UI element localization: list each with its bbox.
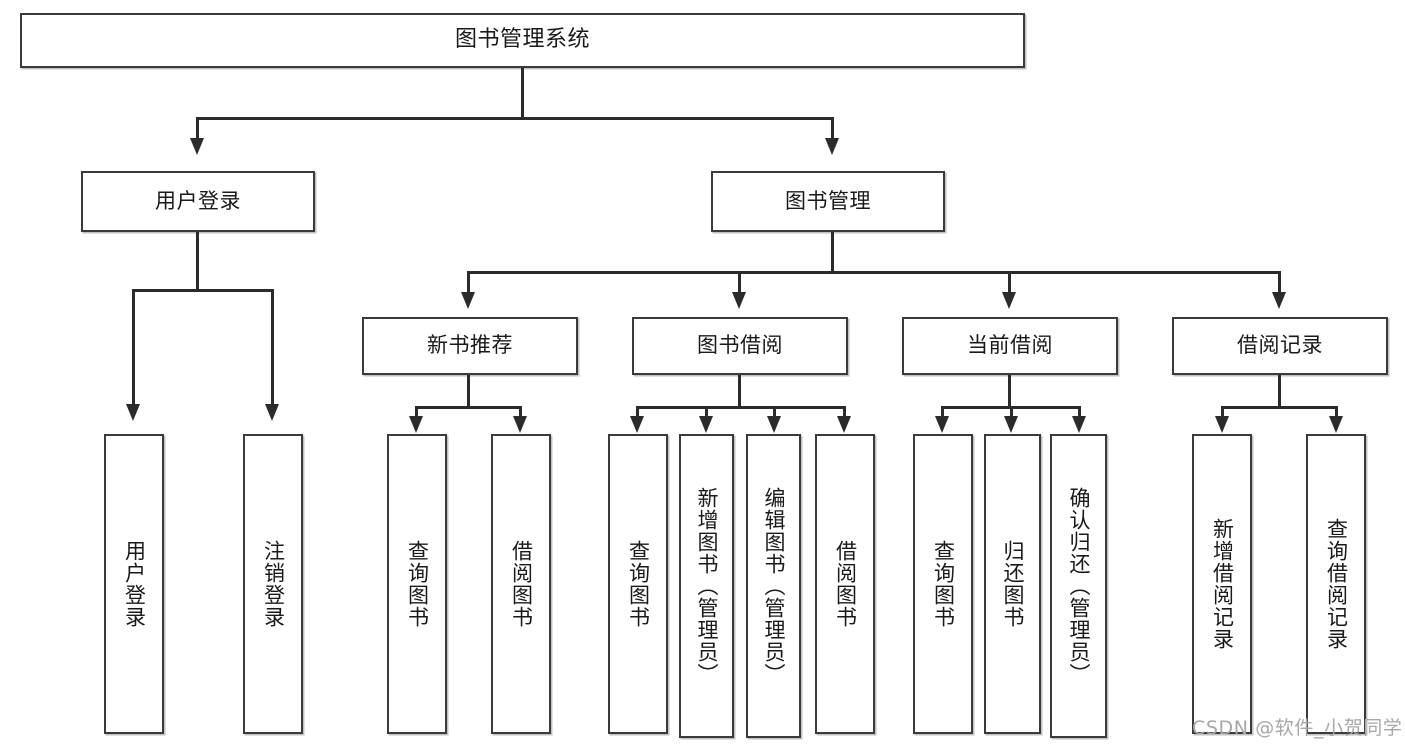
edge-bm-to-new-book (467, 271, 470, 299)
node-leaf-add-book[interactable]: 新增图书（管理员） (679, 434, 734, 738)
node-leaf-edit-book[interactable]: 编辑图书（管理员） (746, 434, 801, 738)
edge-br-bus (1222, 406, 1337, 409)
edge-nbr-bus (416, 406, 521, 409)
edge-nbr-stem (467, 375, 470, 407)
node-label: 编辑图书（管理员） (761, 487, 786, 685)
edge-book-management-bus (468, 271, 1280, 274)
edge-root-stem (521, 68, 524, 118)
edge-cb-stem (1008, 375, 1011, 407)
node-leaf-borrow-book-1[interactable]: 借阅图书 (491, 434, 551, 734)
edge-bb-bus (637, 406, 845, 409)
node-label: 图书管理 (785, 188, 871, 213)
node-label: 查询图书 (931, 540, 956, 628)
edge-user-login-to-leaf2 (271, 289, 274, 411)
arrow-root-to-user-login (190, 138, 204, 155)
arrow-bm-to-book-borrow (732, 292, 746, 309)
node-label: 新增借阅记录 (1210, 518, 1235, 650)
node-label: 用户登录 (122, 540, 147, 628)
node-label: 确认归还（管理员） (1066, 487, 1091, 685)
edge-bb-to-leaf3 (773, 406, 776, 421)
edge-root-to-user-login (196, 117, 199, 145)
edge-nbr-to-leaf2 (519, 406, 522, 421)
arrow-bb-to-leaf2 (699, 416, 713, 433)
node-leaf-add-record[interactable]: 新增借阅记录 (1192, 434, 1252, 734)
edge-bb-to-leaf4 (843, 406, 846, 421)
edge-br-stem (1278, 375, 1281, 407)
edge-bb-stem (738, 375, 741, 407)
node-label: 查询图书 (626, 540, 651, 628)
node-leaf-query-record[interactable]: 查询借阅记录 (1306, 434, 1366, 734)
arrow-cb-to-leaf2 (1004, 416, 1018, 433)
arrow-user-login-to-leaf1 (126, 404, 140, 421)
edge-root-bus (197, 117, 834, 120)
node-label: 图书管理系统 (454, 27, 590, 53)
node-label: 查询图书 (405, 540, 430, 628)
node-label: 借阅记录 (1237, 333, 1323, 358)
arrow-br-to-leaf2 (1329, 416, 1343, 433)
edge-nbr-to-leaf1 (415, 406, 418, 421)
node-label: 当前借阅 (967, 333, 1053, 358)
node-label: 借阅图书 (833, 540, 858, 628)
node-label: 查询借阅记录 (1324, 518, 1349, 650)
edge-bb-to-leaf1 (636, 406, 639, 421)
arrow-cb-to-leaf1 (935, 416, 949, 433)
arrow-bb-to-leaf3 (767, 416, 781, 433)
edge-br-to-leaf2 (1335, 406, 1338, 421)
arrow-nbr-to-leaf1 (409, 416, 423, 433)
edge-user-login-bus (133, 289, 273, 292)
node-new-book-recommend[interactable]: 新书推荐 (362, 317, 578, 375)
node-borrow-record[interactable]: 借阅记录 (1172, 317, 1388, 375)
arrow-bm-to-current-borrow (1002, 292, 1016, 309)
node-current-borrow[interactable]: 当前借阅 (902, 317, 1118, 375)
node-label: 借阅图书 (509, 540, 534, 628)
arrow-bm-to-new-book (461, 292, 475, 309)
edge-bm-to-current-borrow (1008, 271, 1011, 299)
edge-cb-to-leaf2 (1010, 406, 1013, 421)
arrow-br-to-leaf1 (1215, 416, 1229, 433)
node-leaf-confirm-return[interactable]: 确认归还（管理员） (1050, 434, 1107, 738)
node-user-login[interactable]: 用户登录 (81, 171, 315, 232)
node-book-management-system[interactable]: 图书管理系统 (20, 13, 1025, 68)
arrow-root-to-book-management (825, 138, 839, 155)
arrow-user-login-to-leaf2 (265, 404, 279, 421)
node-leaf-query-book-2[interactable]: 查询图书 (608, 434, 668, 734)
node-book-borrow[interactable]: 图书借阅 (632, 317, 848, 375)
node-leaf-query-book-1[interactable]: 查询图书 (387, 434, 447, 734)
edge-root-to-book-management (831, 117, 834, 145)
edge-book-management-stem (831, 232, 834, 272)
edge-user-login-stem (196, 232, 199, 290)
edge-bm-to-book-borrow (738, 271, 741, 299)
arrow-bb-to-leaf1 (630, 416, 644, 433)
watermark-csdn: CSDN @软件_小贺同学 (1192, 717, 1403, 739)
arrow-bm-to-borrow-record (1272, 292, 1286, 309)
node-leaf-borrow-book-2[interactable]: 借阅图书 (815, 434, 875, 734)
node-book-management[interactable]: 图书管理 (711, 171, 945, 232)
node-label: 新书推荐 (427, 333, 513, 358)
edge-br-to-leaf1 (1221, 406, 1224, 421)
node-leaf-query-book-3[interactable]: 查询图书 (913, 434, 973, 734)
node-leaf-user-logout[interactable]: 注销登录 (243, 434, 303, 734)
edge-cb-to-leaf1 (941, 406, 944, 421)
arrow-cb-to-leaf3 (1072, 416, 1086, 433)
node-leaf-return-book[interactable]: 归还图书 (984, 434, 1041, 734)
edge-bm-to-borrow-record (1278, 271, 1281, 299)
edge-cb-to-leaf3 (1078, 406, 1081, 421)
node-label: 新增图书（管理员） (694, 487, 719, 685)
node-label: 归还图书 (1000, 540, 1025, 628)
arrow-nbr-to-leaf2 (513, 416, 527, 433)
edge-bb-to-leaf2 (705, 406, 708, 421)
arrow-bb-to-leaf4 (837, 416, 851, 433)
node-label: 用户登录 (155, 188, 241, 213)
node-leaf-user-login[interactable]: 用户登录 (104, 434, 164, 734)
edge-user-login-to-leaf1 (132, 289, 135, 411)
node-label: 注销登录 (261, 540, 286, 628)
node-label: 图书借阅 (697, 333, 783, 358)
